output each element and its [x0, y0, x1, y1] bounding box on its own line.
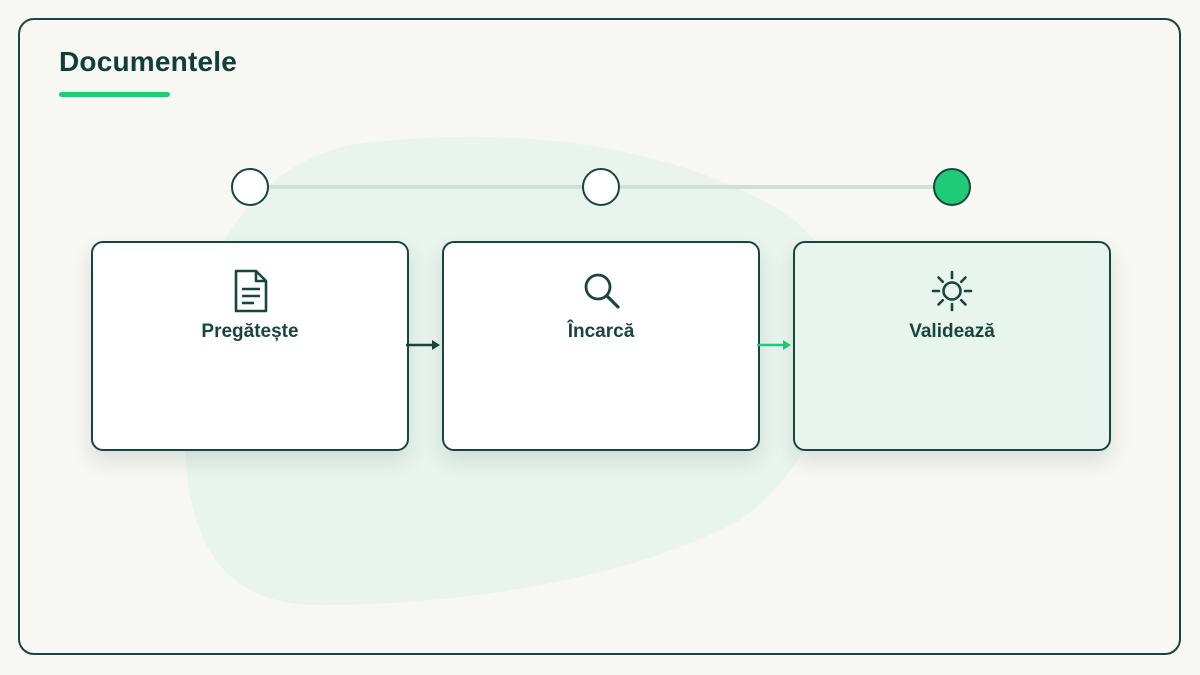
diagram-frame: Documentele Pregătește Încarcă: [18, 18, 1181, 655]
step-label: Validează: [909, 321, 995, 342]
search-icon: [584, 273, 620, 309]
step-label: Pregătește: [201, 321, 299, 342]
step-node-1: [231, 168, 269, 206]
step-node-2: [582, 168, 620, 206]
step-card-incarca: Încarcă: [442, 241, 760, 451]
arrow-connector-2: [757, 340, 791, 350]
page-title: Documentele: [59, 46, 238, 77]
step-card-pregateste: Pregătește: [91, 241, 409, 451]
step-card-valideaza: Validează: [793, 241, 1111, 451]
step-node-3-active: [933, 168, 971, 206]
document-icon: [234, 269, 268, 313]
arrow-connector-1: [406, 340, 440, 350]
title-underline: [59, 92, 170, 97]
step-label: Încarcă: [567, 321, 635, 342]
sun-icon: [931, 270, 973, 312]
